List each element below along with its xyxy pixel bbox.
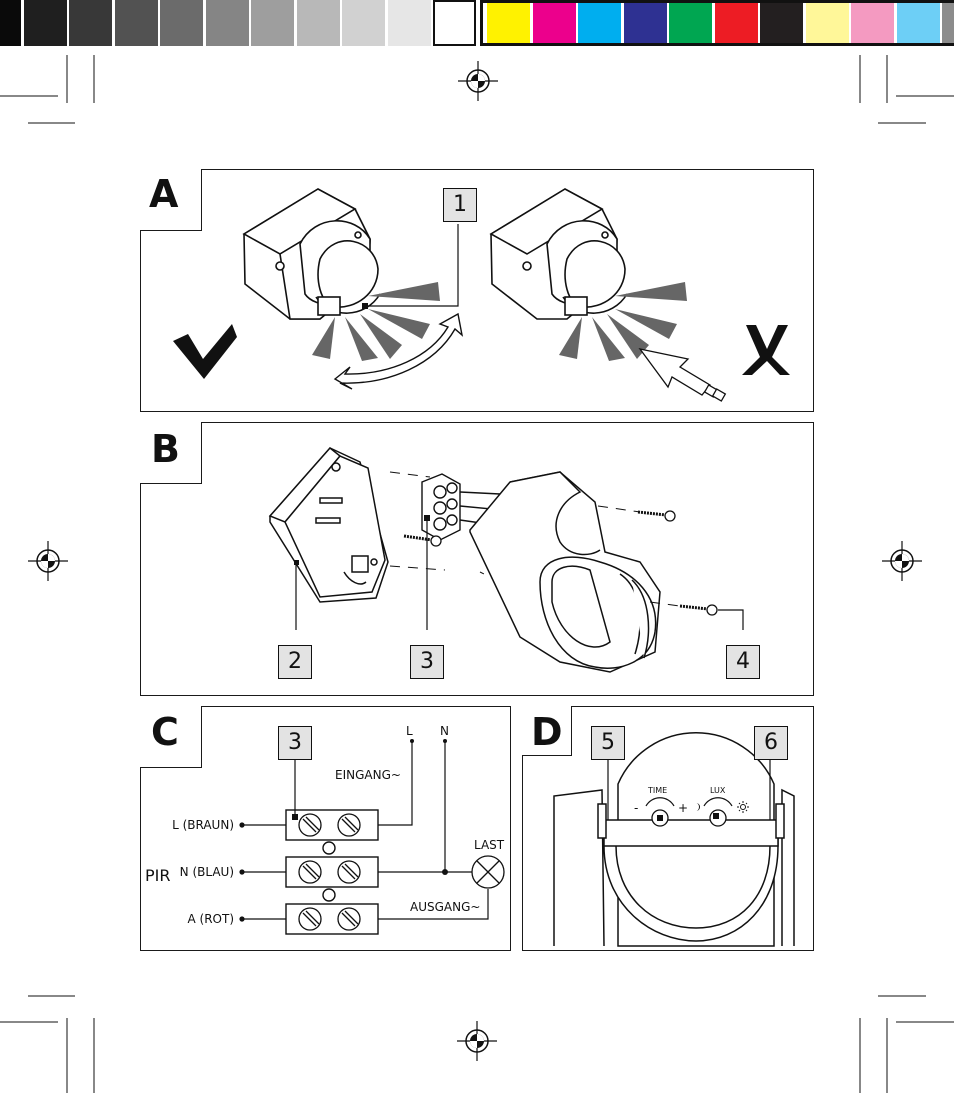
approach-arrow-icon	[638, 348, 727, 402]
screw-icon	[637, 510, 676, 522]
gray-swatch	[387, 0, 431, 46]
color-swatch	[851, 0, 894, 46]
terminal-label-a: A (ROT)	[188, 912, 235, 926]
panel-b	[140, 422, 814, 696]
registration-mark-icon	[457, 1021, 497, 1061]
load-label: LAST	[474, 838, 505, 852]
callout-1: 1	[443, 188, 477, 222]
minus-label: -	[634, 801, 638, 815]
gray-swatch	[433, 0, 476, 46]
panel-a-tab	[140, 169, 202, 231]
gray-swatch	[114, 0, 158, 46]
moon-icon	[696, 803, 700, 811]
color-swatch	[578, 0, 621, 46]
lens-marker	[362, 303, 368, 309]
color-swatch	[760, 0, 803, 46]
screw-icon	[403, 534, 442, 547]
sensor-head	[469, 471, 661, 673]
motion-waves-icon	[312, 282, 440, 361]
terminal-marker	[292, 814, 298, 820]
registration-mark-icon	[882, 541, 922, 581]
terminal-label-n: N (BLAU)	[180, 865, 234, 879]
wiring-diagram: L N EINGANG~ LAST AUSGANG~ L (BRAUN) N (…	[145, 724, 505, 935]
gray-swatch	[251, 0, 294, 46]
housing-right	[781, 788, 795, 946]
time-knob[interactable]	[645, 797, 675, 827]
device-label: PIR	[145, 866, 170, 885]
input-label: EINGANG~	[335, 768, 401, 782]
color-swatch	[669, 0, 712, 46]
panel-c-tab	[140, 706, 202, 768]
mounting-base	[268, 446, 389, 603]
gray-swatch	[296, 0, 340, 46]
panel-d-tab	[522, 706, 572, 756]
line-n-label: N	[440, 724, 449, 738]
housing-left	[553, 789, 605, 947]
lux-knob[interactable]	[703, 797, 733, 827]
sensor-controls-illustration: TIME LUX - +	[553, 732, 795, 947]
color-swatch	[896, 0, 940, 46]
color-swatch	[942, 0, 954, 46]
gray-swatch	[69, 0, 112, 46]
lamp-icon	[471, 855, 505, 889]
color-bar-border	[480, 0, 954, 46]
time-label: TIME	[647, 786, 667, 795]
terminal-label-l: L (BRAUN)	[172, 818, 234, 832]
panel-b-tab	[140, 422, 202, 484]
motion-waves-icon	[559, 282, 687, 361]
callout-leader	[368, 224, 459, 307]
registration-mark-icon	[458, 61, 498, 101]
motion-sensor-correct	[242, 188, 381, 320]
control-strip	[603, 819, 779, 847]
gray-swatch	[23, 0, 67, 46]
terminal-marker	[424, 515, 430, 521]
output-label: AUSGANG~	[410, 900, 480, 914]
swing-arrow-icon	[333, 312, 464, 390]
terminal-screws	[298, 813, 361, 931]
plus-label: +	[678, 801, 688, 815]
color-swatch	[487, 0, 530, 46]
cross-icon	[742, 325, 790, 375]
callout-2: 2	[278, 645, 312, 679]
gray-swatch	[160, 0, 203, 46]
lux-label: LUX	[710, 786, 726, 795]
color-swatch	[532, 0, 576, 46]
callout-4: 4	[726, 645, 760, 679]
gray-swatch	[342, 0, 385, 46]
motion-sensor-wrong	[489, 188, 628, 320]
panel-b-illustration	[268, 446, 744, 673]
color-swatch	[623, 0, 667, 46]
color-swatch	[805, 0, 849, 46]
callout-6: 6	[754, 726, 788, 760]
panel-a-letter: A	[149, 172, 179, 216]
color-swatch	[714, 0, 758, 46]
gray-swatch	[0, 0, 21, 46]
callout-3-wiring: 3	[278, 726, 312, 760]
panel-c-letter: C	[151, 710, 179, 754]
registration-mark-icon	[28, 541, 68, 581]
sun-icon	[737, 801, 749, 813]
panel-d-letter: D	[531, 710, 563, 754]
gray-swatch	[205, 0, 249, 46]
callout-3: 3	[410, 645, 444, 679]
screw-icon	[679, 604, 718, 616]
panel-b-letter: B	[151, 427, 180, 471]
panel-a-illustration	[173, 188, 790, 402]
callout-5: 5	[591, 726, 625, 760]
checkmark-icon	[173, 324, 237, 379]
base-marker	[294, 560, 299, 565]
line-l-label: L	[406, 724, 413, 738]
